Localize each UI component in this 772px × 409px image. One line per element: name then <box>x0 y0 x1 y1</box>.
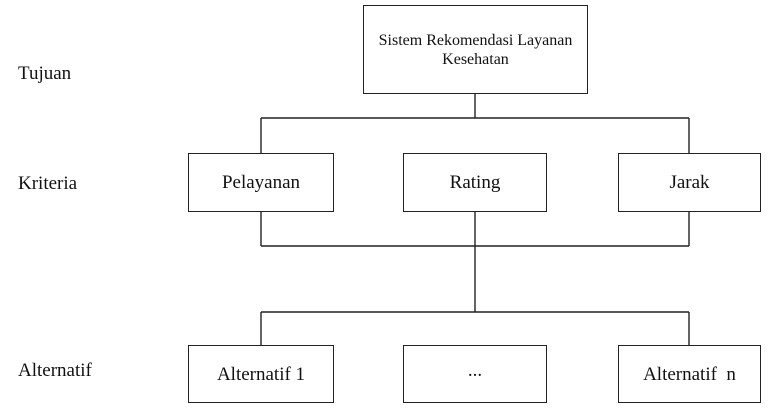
criteria-node-jarak: Jarak <box>618 153 761 212</box>
alternative-label: Alternatif n <box>643 363 736 385</box>
alternative-node-n: Alternatif n <box>618 345 761 403</box>
criteria-label: Pelayanan <box>221 172 301 193</box>
alternative-node-ellipsis: ... <box>403 345 547 403</box>
alternative-label: Alternatif 1 <box>216 363 306 385</box>
level-label-alternatives: Alternatif <box>18 360 92 381</box>
goal-text: Sistem Rekomendasi Layanan Kesehatan <box>378 31 573 68</box>
criteria-node-pelayanan: Pelayanan <box>188 153 334 212</box>
alternative-label: ... <box>467 359 483 381</box>
criteria-label: Rating <box>449 172 501 193</box>
level-label-goal: Tujuan <box>18 63 72 84</box>
criteria-node-rating: Rating <box>403 153 547 212</box>
goal-node: Sistem Rekomendasi Layanan Kesehatan <box>363 5 588 94</box>
alternative-node-1: Alternatif 1 <box>188 345 334 403</box>
criteria-label: Jarak <box>669 172 710 193</box>
level-label-criteria: Kriteria <box>18 173 78 194</box>
